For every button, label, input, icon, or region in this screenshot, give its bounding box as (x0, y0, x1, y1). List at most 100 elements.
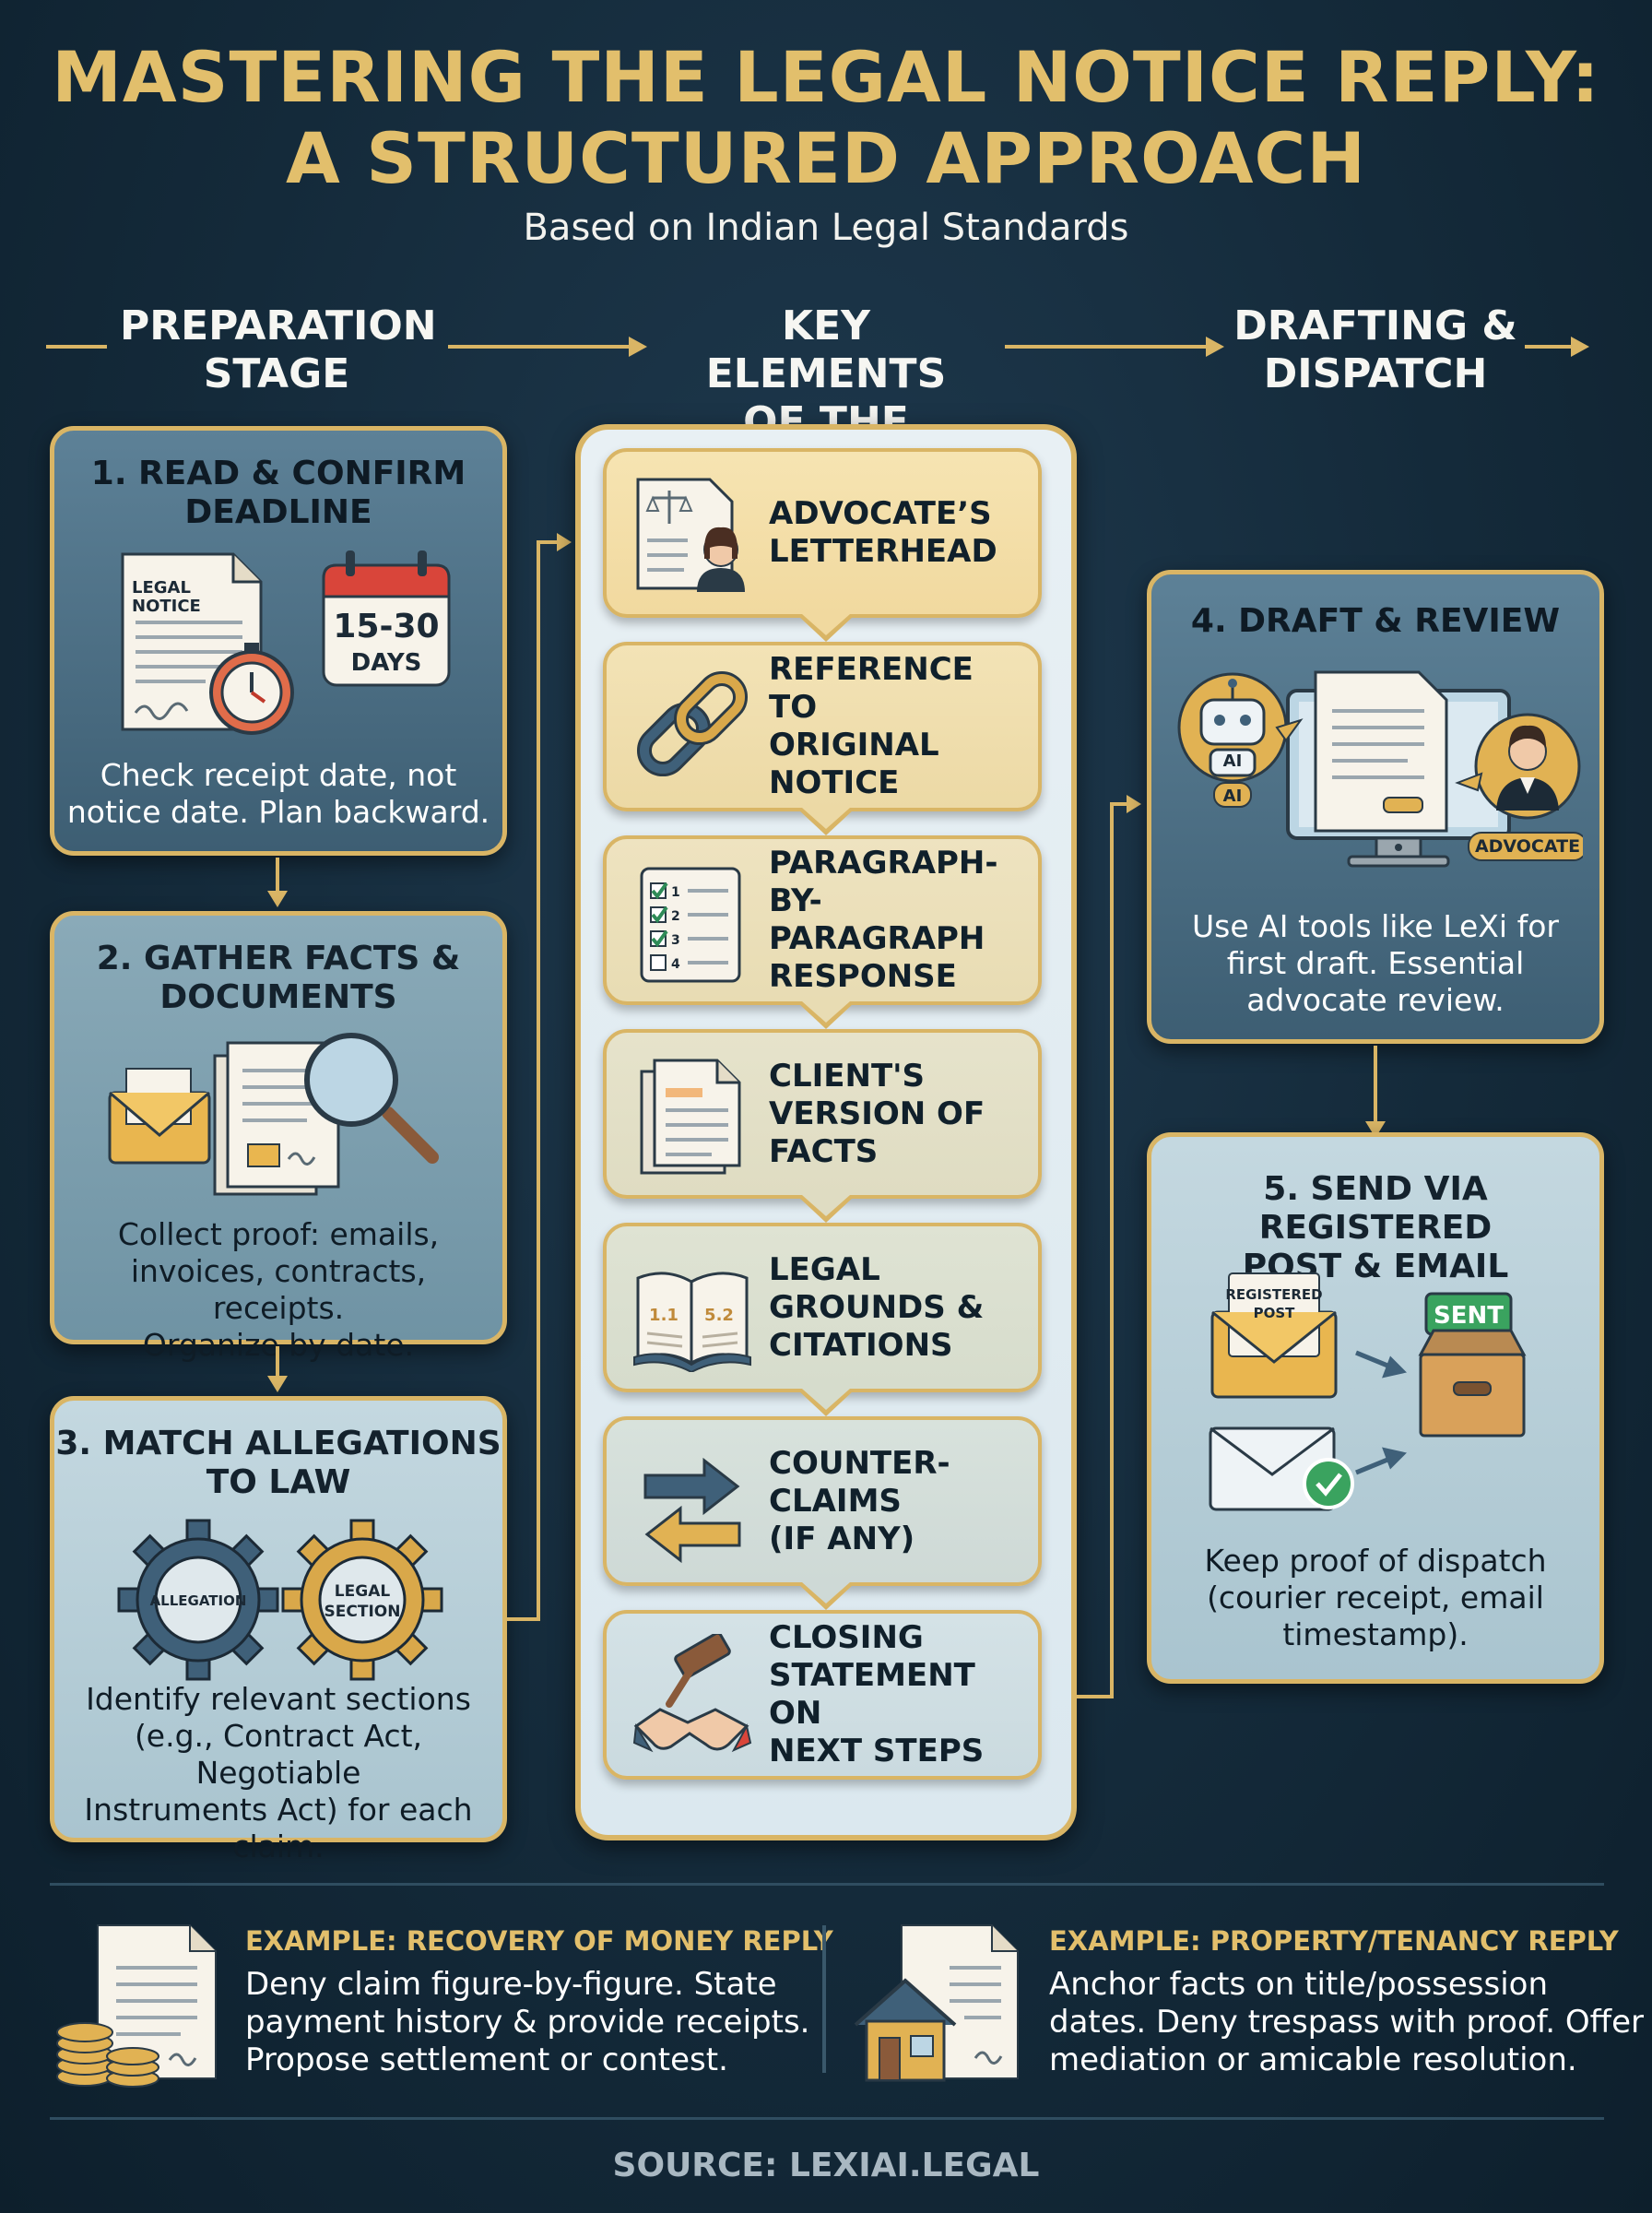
letterhead-icon (636, 478, 745, 592)
page-subtitle: Based on Indian Legal Standards (523, 207, 1129, 249)
checklist-number: 3 (671, 933, 680, 948)
stage-arrow-line (448, 345, 629, 349)
dispatch-illustration: REGISTERED POST SENT (1209, 1272, 1527, 1511)
step-5-title-line1: 5. SEND VIA REGISTERED (1258, 1170, 1493, 1247)
element-label-line: COUNTER- (769, 1444, 950, 1482)
step-1-card: 1. READ & CONFIRM DEADLINE LEGAL NOTICE … (50, 426, 507, 856)
legal-notice-label-1: LEGAL (132, 578, 191, 598)
legal-section-gear-icon (281, 1519, 443, 1681)
step-5-card: 5. SEND VIA REGISTERED POST & EMAIL REGI… (1147, 1132, 1604, 1684)
step-1-text-line2: notice date. Plan backward. (66, 794, 490, 830)
house-doc-icon (854, 1924, 1019, 2082)
element-label-line: PARAGRAPH- (769, 845, 998, 882)
element-label-line: BY-PARAGRAPH (769, 882, 985, 957)
element-label-line: RESPONSE (769, 958, 957, 995)
gear-section-label: SECTION (324, 1603, 401, 1621)
element-label-line: LEGAL (769, 1250, 880, 1288)
element-counter-claims: COUNTER- CLAIMS (IF ANY) (603, 1416, 1042, 1610)
example-1-title: EXAMPLE: RECOVERY OF MONEY REPLY (245, 1925, 833, 1957)
allegation-gear-icon (117, 1519, 279, 1681)
element-label-line: CLAIMS (769, 1482, 902, 1520)
step-3-card: 3. MATCH ALLEGATIONS TO LAW (50, 1396, 507, 1864)
documents-icon (108, 1033, 439, 1196)
element-label-line: FACTS (769, 1132, 879, 1170)
step-3-title-line1: 3. MATCH ALLEGATIONS (55, 1425, 502, 1462)
stage-drafting-line1: DRAFTING & (1233, 302, 1517, 349)
advocate-avatar-icon (1455, 713, 1583, 861)
gavel-handshake-icon (632, 1634, 752, 1753)
step-2-title: 2. GATHER FACTS & DOCUMENTS (54, 940, 502, 1017)
divider (50, 1883, 1604, 1886)
arrow-down-icon (267, 891, 288, 907)
example-1-text: Deny claim figure-by-figure. State payme… (245, 1966, 809, 2079)
step-5-text: Keep proof of dispatch (courier receipt,… (1161, 1543, 1590, 1653)
element-label-line: NEXT STEPS (769, 1733, 985, 1769)
magnifier-icon (304, 1033, 439, 1164)
gear-allegation-label: ALLEGATION (150, 1592, 247, 1609)
step-5-text-line2: (courier receipt, email (1207, 1580, 1544, 1615)
stage-preparation-line1: PREPARATION (120, 302, 437, 349)
step-3-text-line3: Instruments Act) for each (84, 1792, 473, 1828)
ai-label: AI (1223, 751, 1243, 771)
step-2-title-line2: DOCUMENTS (159, 978, 397, 1016)
element-letterhead: ADVOCATE’S LETTERHEAD (603, 448, 1042, 642)
stopwatch-icon (209, 643, 294, 735)
ai-review-illustration: AI AI ADVOCATE (1177, 670, 1583, 868)
page-title: MASTERING THE LEGAL NOTICE REPLY: A STRU… (0, 37, 1652, 199)
step-1-title: 1. READ & CONFIRM DEADLINE (54, 455, 502, 532)
element-closing-label: CLOSING STATEMENT ON NEXT STEPS (769, 1614, 1029, 1776)
email-check-icon (1209, 1426, 1354, 1511)
step-1-title-line1: 1. READ & CONFIRM (90, 455, 466, 492)
element-counter-claims-label: COUNTER- CLAIMS (IF ANY) (769, 1420, 1029, 1582)
step-3-title-line2: TO LAW (206, 1463, 351, 1501)
step-5-text-line1: Keep proof of dispatch (1204, 1543, 1547, 1579)
connector-line (1110, 802, 1128, 806)
step-1-text-line1: Check receipt date, not (100, 757, 457, 793)
registered-label: REGISTERED (1225, 1286, 1322, 1303)
element-paragraph-label: PARAGRAPH- BY-PARAGRAPH RESPONSE (769, 839, 1029, 1001)
stage-arrow-line (1525, 345, 1571, 349)
example-1-text-line1: Deny claim figure-by-figure. State (245, 1966, 777, 2003)
element-label-line: CITATIONS (769, 1326, 953, 1364)
element-label-line: GROUNDS & (769, 1288, 985, 1326)
title-line-2: A STRUCTURED APPROACH (286, 117, 1366, 199)
element-label-line: STATEMENT ON (769, 1657, 975, 1732)
step-1-title-line2: DEADLINE (184, 493, 372, 531)
element-notch-fill (802, 1195, 850, 1216)
element-label-line: LETTERHEAD (769, 533, 997, 570)
legal-notice-icon: LEGAL NOTICE 15-30 DAYS (121, 550, 451, 735)
source-credit: SOURCE: LEXIAI.LEGAL (612, 2147, 1040, 2184)
element-label-line: (IF ANY) (769, 1520, 915, 1557)
step-4-text-line3: advocate review. (1246, 982, 1504, 1018)
example-1-text-line3: Propose settlement or contest. (245, 2041, 728, 2078)
step-4-text: Use AI tools like LeXi for first draft. … (1161, 908, 1590, 1019)
step-3-text-line1: Identify relevant sections (86, 1681, 471, 1717)
sent-label: SENT (1434, 1302, 1504, 1330)
connector-line (276, 1346, 279, 1383)
step-4-text-line1: Use AI tools like LeXi for (1192, 908, 1559, 944)
legal-notice-label-2: NOTICE (132, 597, 201, 616)
step-1-text: Check receipt date, not notice date. Pla… (64, 757, 493, 831)
step-3-text-line2: (e.g., Contract Act, Negotiable (134, 1718, 423, 1791)
element-closing-statement: CLOSING STATEMENT ON NEXT STEPS (603, 1610, 1042, 1780)
book-number: 1.1 (649, 1306, 678, 1325)
element-label-line: REFERENCE TO (769, 651, 974, 726)
connector-line (1374, 1046, 1377, 1129)
divider-vertical (822, 1925, 826, 2073)
element-notch-fill (802, 1389, 850, 1410)
connector-line (507, 1617, 538, 1621)
element-label-line: CLIENT'S (769, 1057, 926, 1095)
step-4-card: 4. DRAFT & REVIEW (1147, 570, 1604, 1044)
gear-legal-label: LEGAL (335, 1582, 391, 1601)
step-2-text: Collect proof: emails, invoices, contrac… (64, 1216, 493, 1364)
arrow-right-icon (1206, 337, 1224, 357)
ai-label: AI (1223, 787, 1243, 806)
advocate-label: ADVOCATE (1475, 836, 1580, 857)
arrows-icon (643, 1457, 741, 1564)
element-label-line: ADVOCATE’S (769, 495, 992, 532)
checklist-number: 4 (671, 957, 680, 972)
checklist-number: 1 (671, 885, 680, 900)
arrow-right-icon (1571, 337, 1589, 357)
registered-post-icon (1210, 1272, 1338, 1399)
money-doc-icon (56, 1924, 217, 2088)
